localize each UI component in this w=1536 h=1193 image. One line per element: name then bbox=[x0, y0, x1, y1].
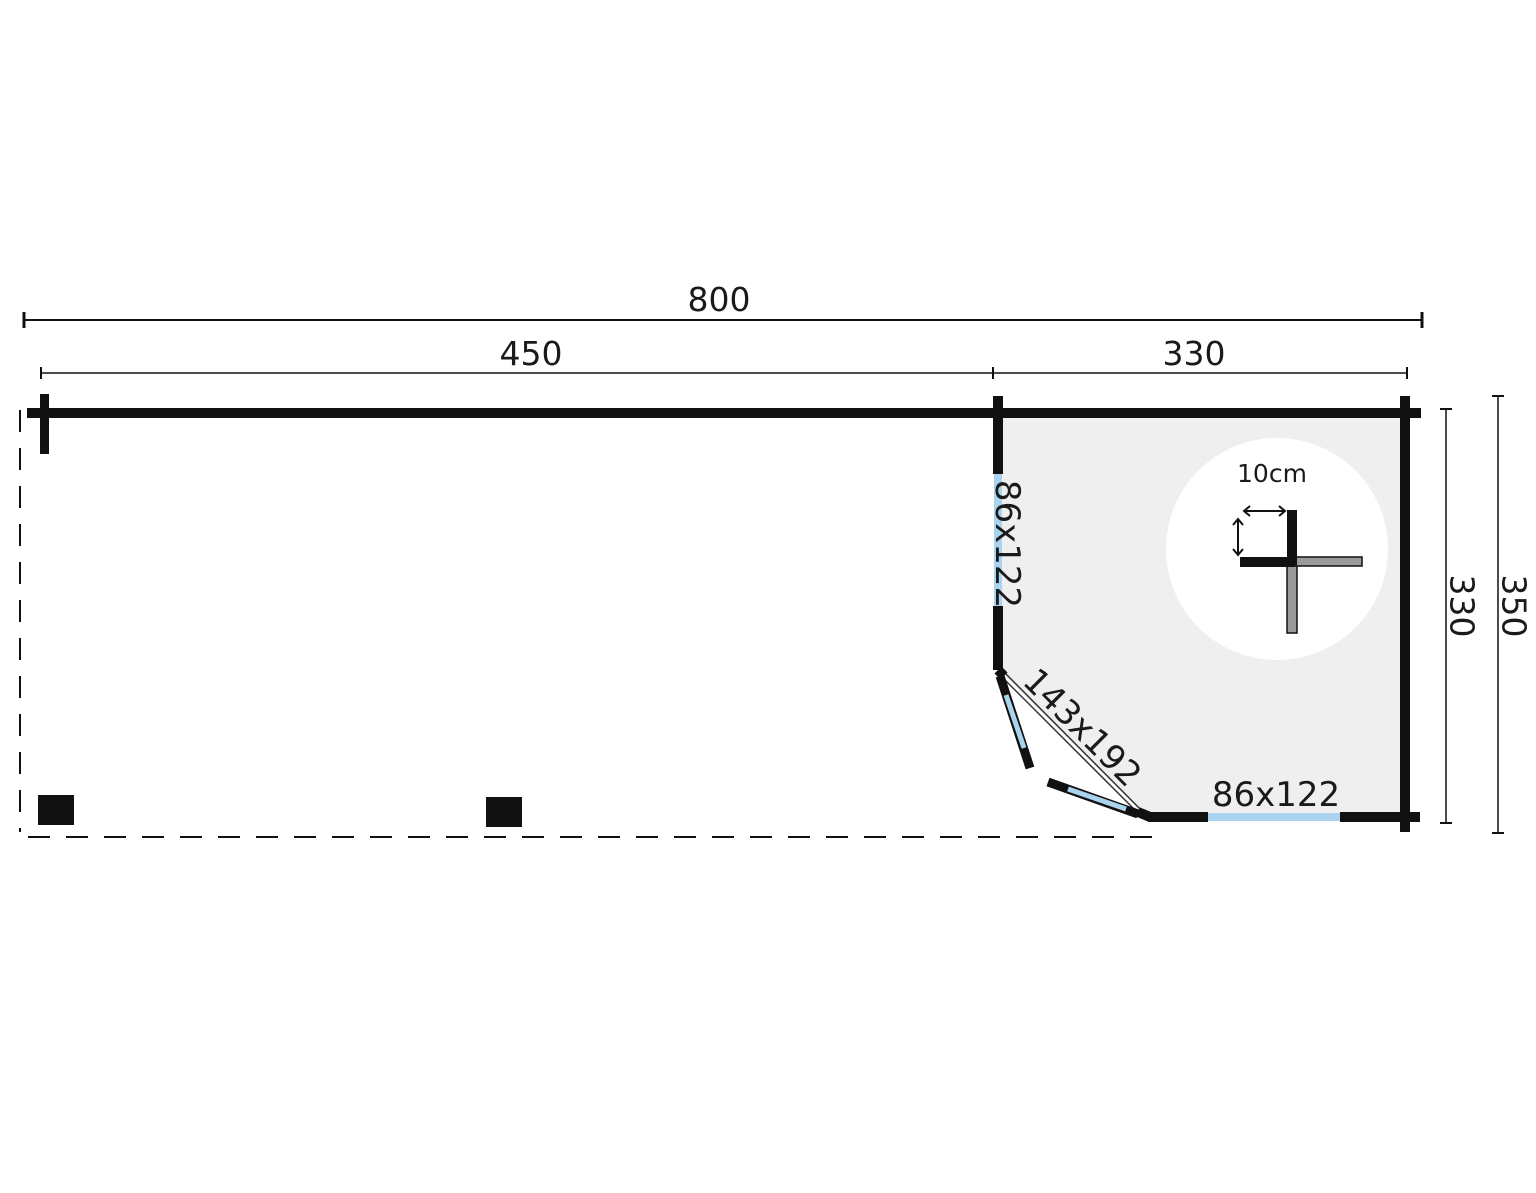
dimension-split-width: 450 330 bbox=[40, 334, 1408, 379]
left-wall-upper bbox=[993, 418, 1003, 474]
total-width-label: 800 bbox=[688, 280, 751, 319]
left-window-glass bbox=[994, 474, 1002, 606]
left-width-label: 450 bbox=[500, 334, 563, 373]
detail-circle bbox=[1166, 438, 1388, 660]
detail-beam-gray-horizontal bbox=[1289, 556, 1363, 567]
bottom-window-label: 86x122 bbox=[1212, 775, 1340, 815]
wall-joint-detail: 10cm bbox=[1232, 459, 1363, 634]
outer-depth-label: 350 bbox=[1495, 575, 1534, 638]
top-beam bbox=[27, 408, 1421, 418]
post-middle bbox=[486, 797, 522, 827]
right-width-label: 330 bbox=[1163, 334, 1226, 373]
walls bbox=[27, 394, 1421, 832]
post-left bbox=[38, 795, 74, 825]
detail-beam-black-vertical bbox=[1287, 510, 1297, 565]
door-leaf-bottom-glass bbox=[1067, 786, 1127, 812]
dimension-outer-depth: 350 bbox=[1492, 395, 1534, 834]
left-post-stub bbox=[40, 394, 49, 454]
bottom-wall-left bbox=[1148, 812, 1208, 822]
dimension-inner-depth: 330 bbox=[1440, 408, 1482, 824]
detail-beam-gray-vertical bbox=[1286, 565, 1298, 634]
detail-beam-black-horizontal bbox=[1240, 557, 1295, 567]
left-wall-lower bbox=[993, 606, 1003, 670]
door-diagonal-line-2 bbox=[999, 674, 1141, 816]
right-bottom-stub bbox=[1396, 812, 1420, 822]
bottom-window-glass bbox=[1208, 813, 1340, 821]
middle-post-stub bbox=[993, 396, 1003, 418]
inner-depth-label: 330 bbox=[1443, 575, 1482, 638]
dimension-total-width: 800 bbox=[22, 280, 1424, 328]
right-wall bbox=[1400, 396, 1410, 832]
door-leaf-left-glass bbox=[1003, 694, 1027, 749]
double-door bbox=[994, 666, 1152, 822]
bottom-wall-right bbox=[1340, 812, 1402, 822]
bottom-corner-joint bbox=[1136, 807, 1152, 822]
door-diagonal-line bbox=[1001, 669, 1147, 816]
left-window-label: 86x122 bbox=[987, 480, 1027, 608]
wall-thickness-label: 10cm bbox=[1237, 459, 1307, 488]
door-corner-joint bbox=[994, 666, 1008, 680]
